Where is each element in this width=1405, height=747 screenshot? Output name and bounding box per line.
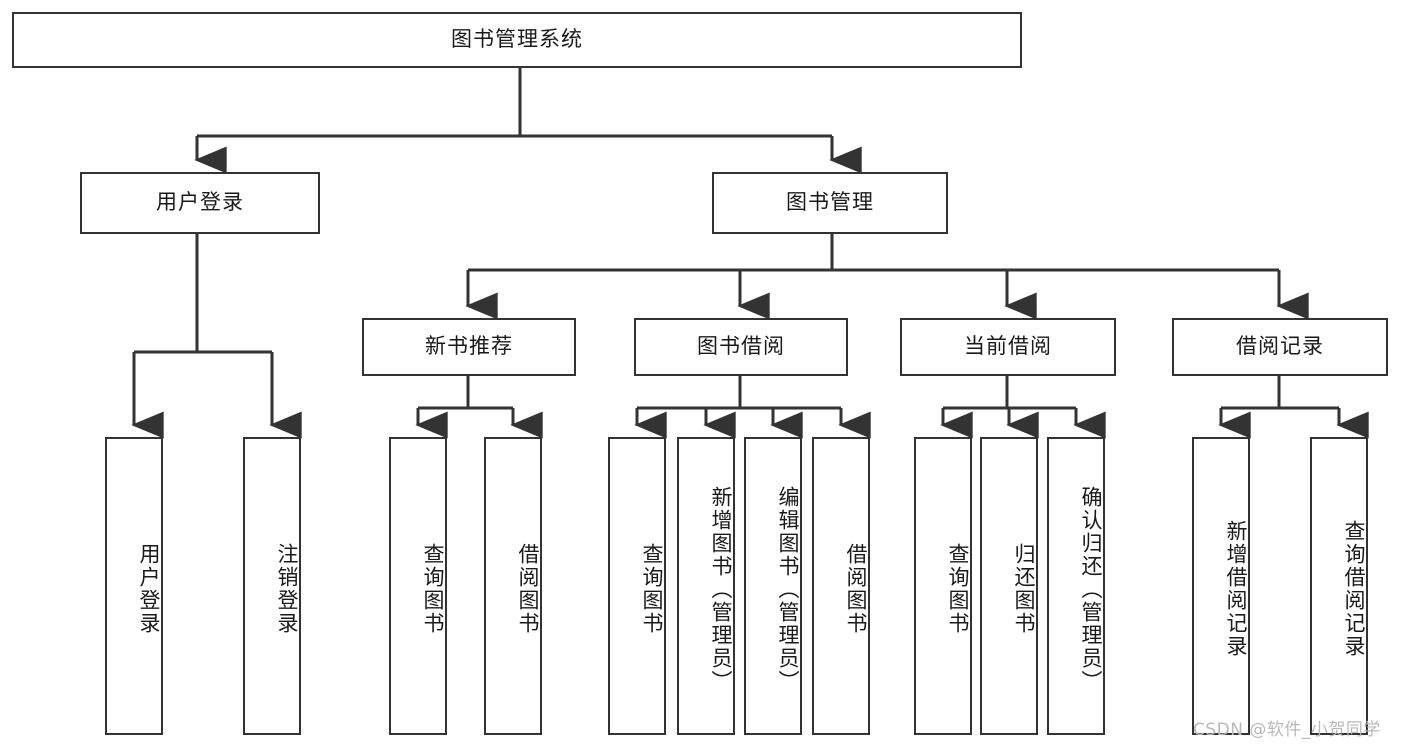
leaf-borrow-borrow-book[interactable]: 借阅图书	[812, 437, 870, 735]
node-label: 注销登录	[275, 543, 299, 635]
node-label: 查询图书	[946, 543, 970, 635]
node-label: 查询图书	[640, 543, 664, 635]
node-user-login[interactable]: 用户登录	[80, 172, 320, 234]
node-label: 编辑图书（管理员）	[776, 485, 800, 693]
node-label: 查询借阅记录	[1342, 520, 1366, 658]
node-label: 图书管理	[786, 190, 874, 215]
node-label: 用户登录	[137, 543, 161, 635]
leaf-record-add-record[interactable]: 新增借阅记录	[1192, 437, 1250, 735]
csdn-watermark: CSDN @软件_小贺同学	[1193, 720, 1381, 740]
leaf-current-query-book[interactable]: 查询图书	[914, 437, 972, 735]
leaf-recommend-query-book[interactable]: 查询图书	[389, 437, 447, 735]
leaf-current-confirm-return-admin[interactable]: 确认归还（管理员）	[1047, 437, 1105, 735]
leaf-borrow-edit-book-admin[interactable]: 编辑图书（管理员）	[744, 437, 802, 735]
node-label: 借阅记录	[1236, 334, 1324, 359]
leaf-borrow-add-book-admin[interactable]: 新增图书（管理员）	[677, 437, 735, 735]
node-new-book-recommend[interactable]: 新书推荐	[362, 318, 576, 376]
node-label: 新增借阅记录	[1224, 520, 1248, 658]
leaf-borrow-query-book[interactable]: 查询图书	[608, 437, 666, 735]
leaf-recommend-borrow-book[interactable]: 借阅图书	[484, 437, 542, 735]
node-borrow-record[interactable]: 借阅记录	[1172, 318, 1388, 376]
leaf-user-login-login[interactable]: 用户登录	[105, 437, 163, 735]
node-label: 图书管理系统	[451, 27, 583, 52]
leaf-user-login-logout[interactable]: 注销登录	[243, 437, 301, 735]
node-label: 查询图书	[421, 543, 445, 635]
node-root-system[interactable]: 图书管理系统	[12, 12, 1022, 68]
node-label: 确认归还（管理员）	[1079, 485, 1103, 693]
node-current-borrow[interactable]: 当前借阅	[900, 318, 1116, 376]
node-label: 图书借阅	[697, 334, 785, 359]
node-label: 用户登录	[156, 190, 244, 215]
node-book-borrow[interactable]: 图书借阅	[634, 318, 848, 376]
node-label: 当前借阅	[964, 334, 1052, 359]
leaf-record-query-record[interactable]: 查询借阅记录	[1310, 437, 1368, 735]
node-book-management[interactable]: 图书管理	[712, 172, 948, 234]
node-label: 借阅图书	[844, 543, 868, 635]
node-label: 新增图书（管理员）	[709, 485, 733, 693]
node-label: 借阅图书	[516, 543, 540, 635]
node-label: 归还图书	[1012, 543, 1036, 635]
leaf-current-return-book[interactable]: 归还图书	[980, 437, 1038, 735]
node-label: 新书推荐	[425, 334, 513, 359]
